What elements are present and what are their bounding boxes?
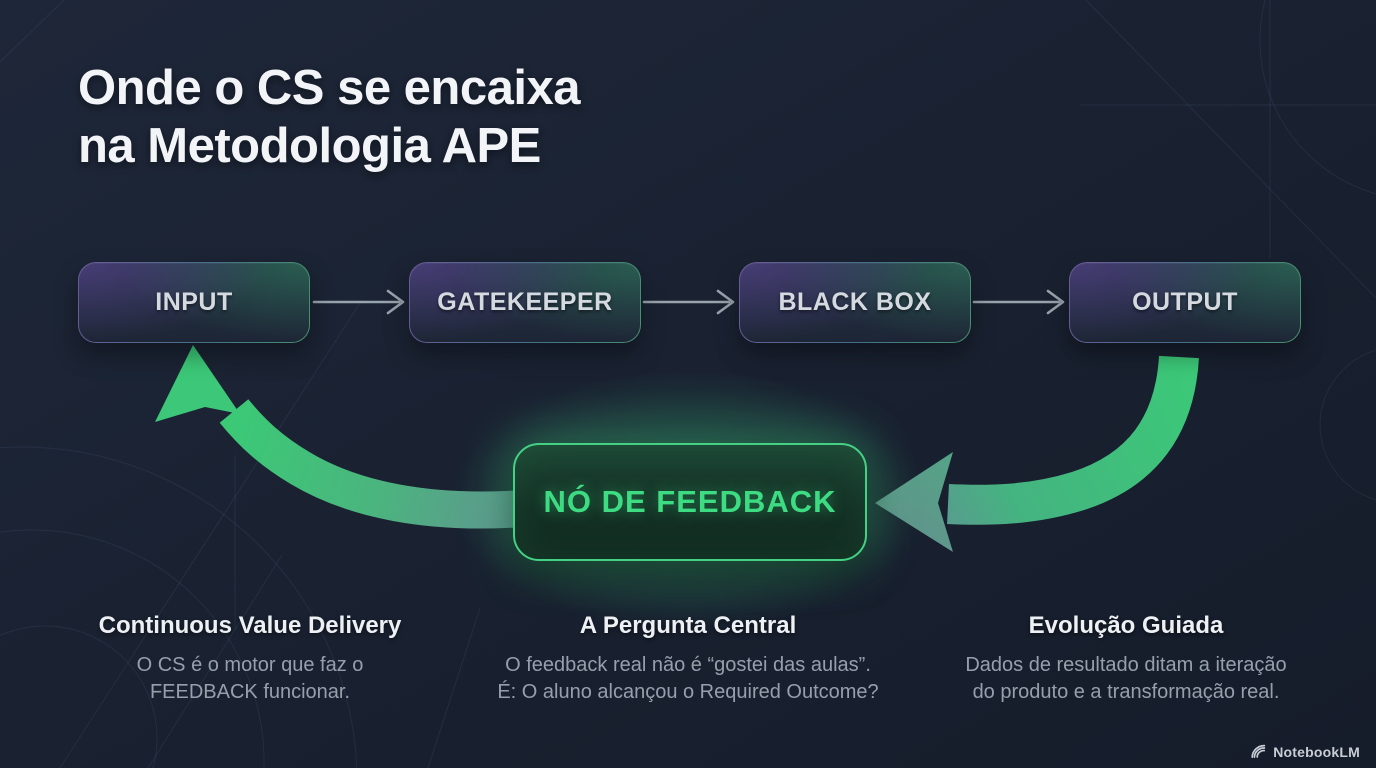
flow-box-blackbox: BLACK BOX bbox=[739, 262, 971, 343]
flow-box-input-label: INPUT bbox=[155, 288, 233, 316]
column-3-body-line2: do produto e a transformação real. bbox=[972, 680, 1280, 703]
column-pergunta-central: A Pergunta Central O feedback real não é… bbox=[463, 612, 913, 705]
watermark-label: NotebookLM bbox=[1273, 743, 1360, 760]
watermark: NotebookLM bbox=[1250, 743, 1360, 760]
page-title: Onde o CS se encaixa na Metodologia APE bbox=[78, 60, 581, 176]
column-2-body: O feedback real não é “gostei das aulas”… bbox=[463, 652, 913, 705]
column-3-body: Dados de resultado ditam a iteração do p… bbox=[901, 652, 1351, 705]
column-2-body-line2: É: O aluno alcançou o Required Outcome? bbox=[497, 680, 879, 703]
column-1-body-line1: O CS é o motor que faz o bbox=[136, 654, 364, 676]
flow-box-input: INPUT bbox=[78, 262, 310, 343]
feedback-arrow-left bbox=[155, 345, 518, 529]
title-line-1: Onde o CS se encaixa bbox=[78, 61, 581, 115]
feedback-arrow-right bbox=[875, 355, 1199, 552]
column-evolucao-guiada: Evolução Guiada Dados de resultado ditam… bbox=[901, 612, 1351, 705]
feedback-node-label: NÓ DE FEEDBACK bbox=[543, 484, 837, 519]
column-1-body: O CS é o motor que faz o FEEDBACK funcio… bbox=[55, 652, 445, 705]
flow-box-blackbox-label: BLACK BOX bbox=[778, 288, 932, 316]
title-line-2: na Metodologia APE bbox=[78, 118, 541, 173]
notebooklm-logo-icon bbox=[1251, 744, 1266, 759]
flow-box-gatekeeper: GATEKEEPER bbox=[409, 262, 641, 343]
column-3-body-line1: Dados de resultado ditam a iteração bbox=[965, 654, 1287, 676]
flow-box-gatekeeper-label: GATEKEEPER bbox=[437, 288, 613, 316]
column-2-heading: A Pergunta Central bbox=[579, 612, 797, 639]
flow-box-output-label: OUTPUT bbox=[1132, 288, 1238, 316]
feedback-node: NÓ DE FEEDBACK bbox=[513, 443, 867, 561]
column-continuous-value-delivery: Continuous Value Delivery O CS é o motor… bbox=[55, 612, 445, 705]
column-2-body-line1: O feedback real não é “gostei das aulas”… bbox=[505, 654, 871, 676]
column-1-heading: Continuous Value Delivery bbox=[98, 612, 402, 639]
column-3-heading: Evolução Guiada bbox=[1028, 612, 1224, 639]
column-1-body-line2: FEEDBACK funcionar. bbox=[149, 680, 351, 703]
flow-box-output: OUTPUT bbox=[1069, 262, 1301, 343]
connector-arrows bbox=[312, 289, 1065, 315]
